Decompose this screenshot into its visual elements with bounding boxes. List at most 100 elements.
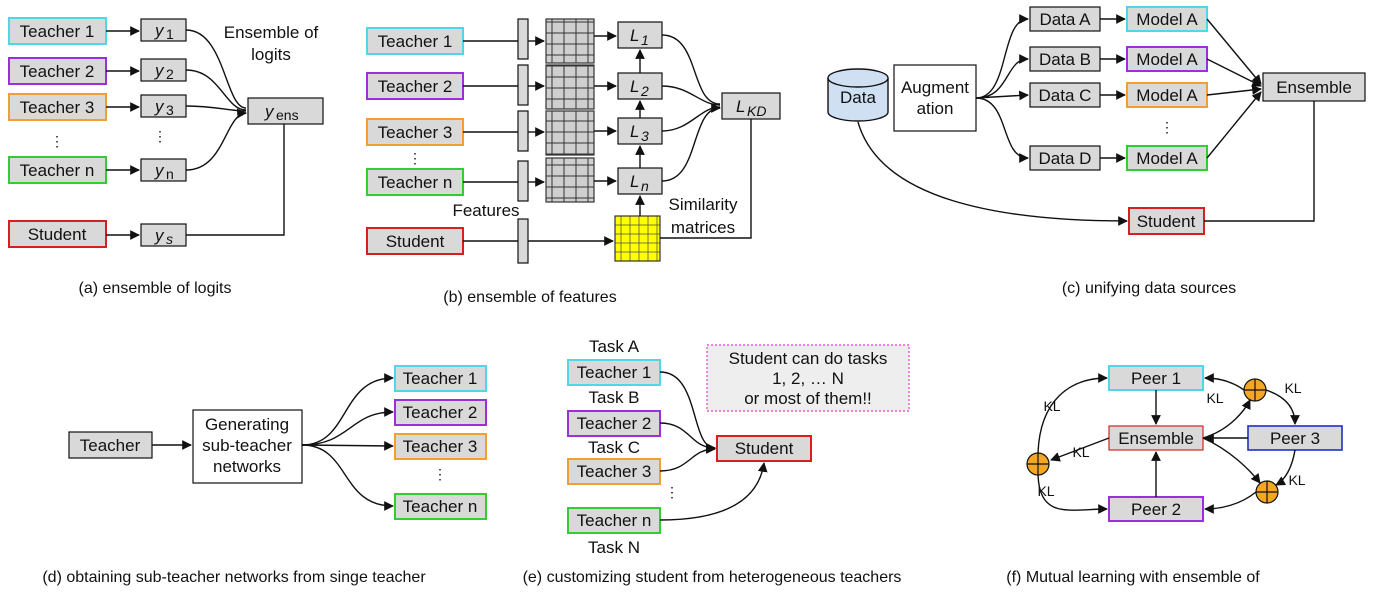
caption-a: (a) ensemble of logits xyxy=(79,280,232,297)
teacher-n-label: Teacher n xyxy=(378,173,453,192)
vertical-ellipsis-icon: ⋮ xyxy=(665,484,679,500)
caption-b: (b) ensemble of features xyxy=(443,289,616,306)
edge xyxy=(301,444,394,511)
similarity-label-line2: matrices xyxy=(671,218,735,237)
vertical-ellipsis-icon: ⋮ xyxy=(433,466,447,482)
student-label: Student xyxy=(386,232,445,251)
teacher-2-box xyxy=(567,410,661,437)
edge xyxy=(975,14,1029,99)
logit-ensemble-box xyxy=(247,97,324,125)
note-line1: Student can do tasks xyxy=(729,349,888,368)
teacher-2-box xyxy=(8,57,107,85)
edge xyxy=(659,444,716,472)
sub-teacher-1-box xyxy=(394,365,487,392)
caption-e: (e) customizing student from heterogeneo… xyxy=(523,569,902,586)
logit-y2-sub: 2 xyxy=(166,66,174,82)
generator-label-line2: sub-teacher xyxy=(202,436,292,455)
teacher-label: Teacher xyxy=(80,436,141,455)
teacher-2-label: Teacher 2 xyxy=(378,77,453,96)
edge xyxy=(185,69,247,111)
sub-teacher-3-label: Teacher 3 xyxy=(403,437,478,456)
student-label: Student xyxy=(1137,212,1196,231)
panel-c: Data Augment ation Data A Data B Data C … xyxy=(827,6,1366,297)
teacher-box xyxy=(68,431,153,459)
edge xyxy=(1202,437,1261,484)
data-c-box xyxy=(1029,82,1101,108)
panel-b: Teacher 1 Teacher 2 Teacher 3 ⋮ Teacher … xyxy=(366,18,781,306)
caption-d: (d) obtaining sub-teacher networks from … xyxy=(42,569,426,586)
edge xyxy=(1204,491,1257,514)
logit-y3-letter: y xyxy=(154,97,165,116)
panel-f: Peer 1 Peer 3 Peer 2 Ensemble KL xyxy=(1006,365,1343,586)
data-a-box xyxy=(1029,6,1101,32)
note-line3: or most of them!! xyxy=(744,389,872,408)
loss-ln-letter: L xyxy=(630,172,639,191)
augmentation-label-line1: Augment xyxy=(901,78,969,97)
loss-kd-sub: KD xyxy=(747,103,766,119)
peer-3-label: Peer 3 xyxy=(1270,429,1320,448)
vertical-ellipsis-icon: ⋮ xyxy=(1160,119,1174,135)
teacher-3-label: Teacher 3 xyxy=(378,123,453,142)
generator-label-line3: networks xyxy=(213,457,281,476)
feature-bar xyxy=(517,160,529,202)
logit-yn-box xyxy=(140,158,187,182)
loss-l3-sub: 3 xyxy=(641,128,649,144)
model-a-2-label: Model A xyxy=(1136,50,1198,69)
teacher-similarity-matrix xyxy=(545,64,595,110)
teacher-similarity-matrix xyxy=(545,110,595,156)
augmentation-box xyxy=(893,64,977,132)
model-a-3-box xyxy=(1126,82,1208,108)
teacher-3-box xyxy=(8,93,107,121)
logit-ys-box xyxy=(140,223,187,247)
model-a-4-box xyxy=(1126,145,1208,171)
student-box xyxy=(716,435,812,462)
edge xyxy=(1206,18,1262,85)
logit-y3-box xyxy=(140,94,187,118)
edge xyxy=(1050,437,1110,462)
feature-bar xyxy=(517,218,529,264)
edge xyxy=(975,97,1029,163)
loss-l1-box xyxy=(617,21,663,49)
sub-teacher-2-label: Teacher 2 xyxy=(403,403,478,422)
task-b-label: Task B xyxy=(588,388,639,407)
edge xyxy=(1037,474,1108,514)
edge xyxy=(1206,58,1262,87)
vertical-ellipsis-icon: ⋮ xyxy=(50,133,64,149)
caption-f: (f) Mutual learning with ensemble of xyxy=(1006,569,1260,586)
teacher-2-label: Teacher 2 xyxy=(577,414,652,433)
loss-l2-sub: 2 xyxy=(640,83,649,99)
student-label: Student xyxy=(28,225,87,244)
data-cylinder-body xyxy=(827,78,889,122)
edge xyxy=(660,119,752,239)
generator-label-line1: Generating xyxy=(205,415,289,434)
model-a-1-label: Model A xyxy=(1136,10,1198,29)
edge xyxy=(1204,373,1245,391)
loss-ln-sub: n xyxy=(641,178,649,194)
peer-1-label: Peer 1 xyxy=(1131,369,1181,388)
data-d-box xyxy=(1029,145,1101,171)
sub-teacher-n-label: Teacher n xyxy=(403,497,478,516)
teacher-1-box xyxy=(567,359,661,386)
data-b-box xyxy=(1029,46,1101,72)
panel-d: Teacher Generating sub-teacher networks … xyxy=(42,365,487,586)
edge xyxy=(185,108,247,171)
feature-bar xyxy=(517,110,529,152)
vertical-ellipsis-icon: ⋮ xyxy=(408,150,422,166)
teacher-similarity-matrix xyxy=(545,157,595,203)
logit-yn-sub: n xyxy=(166,166,174,182)
teacher-3-label: Teacher 3 xyxy=(577,462,652,481)
edge xyxy=(1204,101,1315,222)
loss-l1-letter: L xyxy=(630,26,639,45)
edge xyxy=(1206,85,1262,96)
edge xyxy=(659,462,768,521)
logit-yn-letter: y xyxy=(154,161,165,180)
ensemble-logits-label-line2: logits xyxy=(251,45,291,64)
edge xyxy=(301,373,394,446)
edge xyxy=(185,29,247,109)
data-d-label: Data D xyxy=(1039,149,1092,168)
data-cylinder-top xyxy=(827,68,889,88)
data-b-label: Data B xyxy=(1039,50,1091,69)
task-c-label: Task C xyxy=(588,438,640,457)
logit-y2-box xyxy=(140,58,187,82)
